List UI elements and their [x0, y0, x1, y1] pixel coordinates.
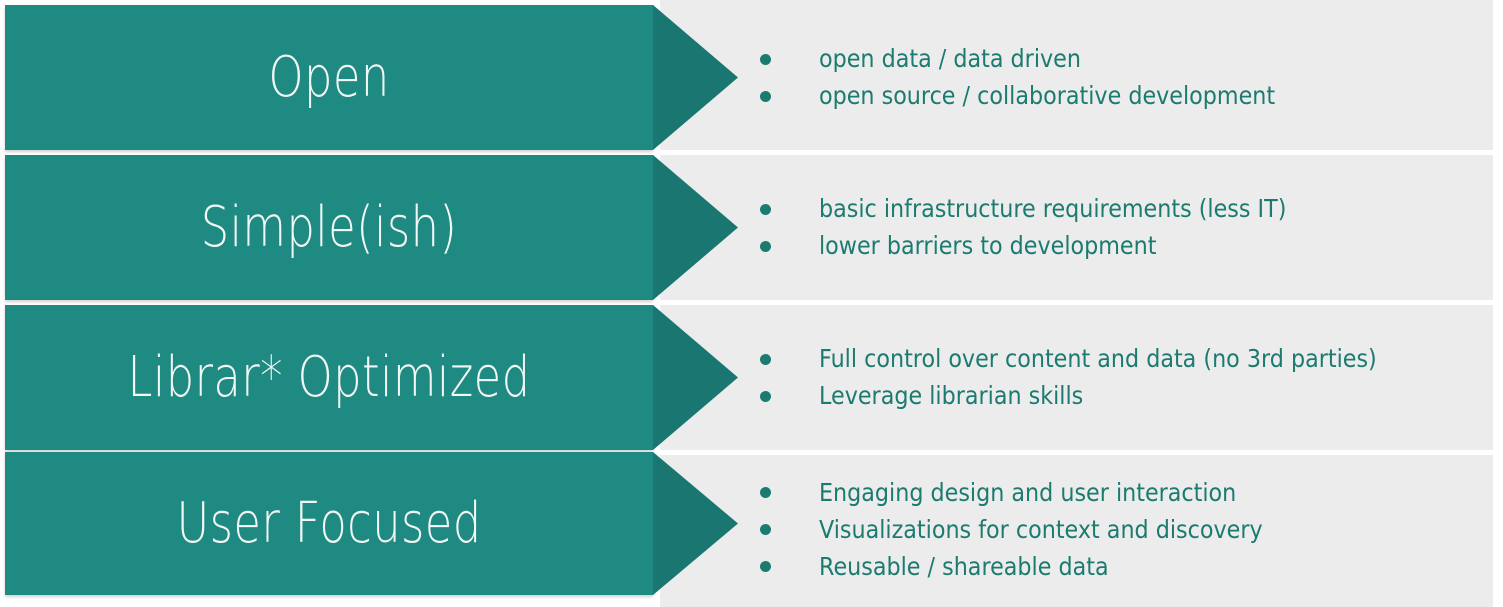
arrow-label-library: Librar* Optimized	[127, 344, 531, 410]
bullet-text: open source / collaborative development	[819, 81, 1276, 110]
bullet-dot-icon	[760, 53, 771, 65]
bullet-list-open: open data / data driven open source / co…	[760, 5, 1500, 150]
arrow-head-icon	[653, 155, 738, 300]
bullet-text: Full control over content and data (no 3…	[819, 344, 1377, 373]
row-divider	[660, 300, 1503, 305]
bullet-text: basic infrastructure requirements (less …	[819, 194, 1287, 223]
diagram-row-simple: Simple(ish) basic infrastructure require…	[0, 155, 1503, 300]
row-divider	[660, 150, 1503, 155]
bullet-dot-icon	[760, 203, 771, 215]
bullet-dot-icon	[760, 90, 771, 102]
arrow-body	[5, 5, 653, 150]
arrow-shape-library[interactable]: Librar* Optimized	[5, 305, 738, 450]
list-item: lower barriers to development	[760, 232, 1500, 260]
list-item: open source / collaborative development	[760, 82, 1500, 110]
bullet-text: lower barriers to development	[819, 231, 1157, 260]
diagram-row-user-bullets: Engaging design and user interaction Vis…	[0, 452, 1503, 607]
diagram-row-user: User Focused	[0, 452, 1503, 595]
bullet-text: Reusable / shareable data	[819, 551, 1109, 581]
bullet-text: Engaging design and user interaction	[819, 477, 1237, 507]
arrow-head-icon	[653, 305, 738, 450]
list-item: basic infrastructure requirements (less …	[760, 195, 1500, 223]
bullet-list-simple: basic infrastructure requirements (less …	[760, 155, 1500, 300]
bullet-dot-icon	[760, 240, 771, 252]
bullet-dot-icon	[760, 524, 771, 535]
arrow-body	[5, 305, 653, 450]
bullet-dot-icon	[760, 487, 771, 498]
bullet-list-user: Engaging design and user interaction Vis…	[760, 452, 1500, 607]
arrow-shape-open[interactable]: Open	[5, 5, 738, 150]
row-divider	[660, 450, 1503, 455]
list-item: open data / data driven	[760, 45, 1500, 73]
diagram-row-library: Librar* Optimized Full control over cont…	[0, 305, 1503, 450]
list-item: Reusable / shareable data	[760, 551, 1500, 581]
arrow-head-icon	[653, 5, 738, 150]
bullet-list-library: Full control over content and data (no 3…	[760, 305, 1500, 450]
arrow-shape-user[interactable]: User Focused	[5, 452, 738, 595]
bullet-dot-icon	[760, 561, 771, 572]
arrow-shape-simple[interactable]: Simple(ish)	[5, 155, 738, 300]
bullet-dot-icon	[760, 390, 771, 402]
arrow-label-user: User Focused	[176, 490, 482, 556]
list-item: Full control over content and data (no 3…	[760, 345, 1500, 373]
arrow-label-open: Open	[268, 44, 390, 110]
arrow-body	[5, 452, 653, 595]
arrow-label-simple: Simple(ish)	[200, 194, 458, 260]
list-item: Leverage librarian skills	[760, 382, 1500, 410]
diagram-row-open: Open open data / data driven open source…	[0, 5, 1503, 150]
bullet-text: Leverage librarian skills	[819, 381, 1084, 410]
bullet-text: open data / data driven	[819, 44, 1081, 73]
list-item: Engaging design and user interaction	[760, 477, 1500, 507]
list-item: Visualizations for context and discovery	[760, 514, 1500, 544]
bullet-text: Visualizations for context and discovery	[819, 514, 1263, 544]
arrow-body	[5, 155, 653, 300]
bullet-dot-icon	[760, 353, 771, 365]
